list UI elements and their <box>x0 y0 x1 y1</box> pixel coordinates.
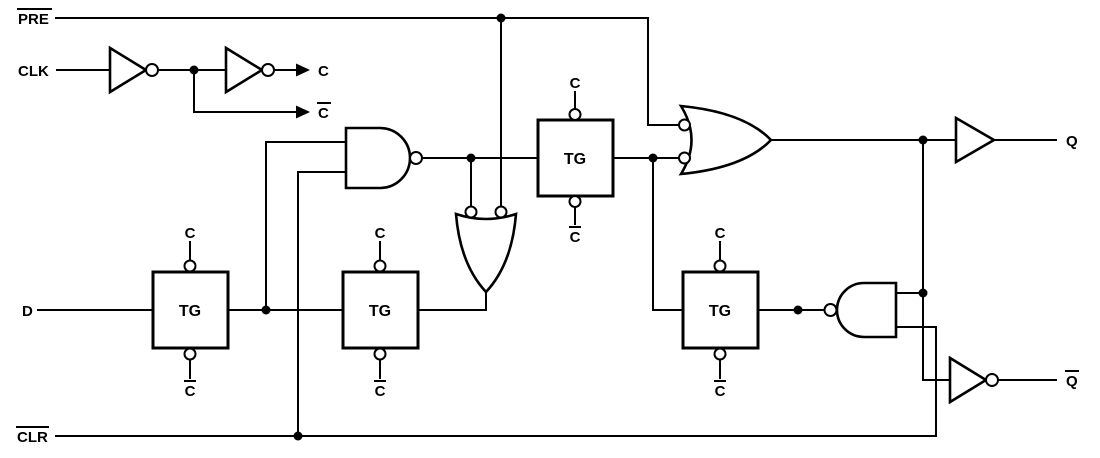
wiring <box>37 17 1057 437</box>
tg1-label: TG <box>179 303 201 320</box>
q-output-buffer <box>954 115 997 165</box>
qbar-output-inverter-bubble <box>985 373 999 387</box>
tg3-label: TG <box>564 151 586 168</box>
c-bar-tap-label: C <box>318 105 329 122</box>
clr-label: CLR <box>17 429 48 446</box>
slave-output-gate-input-bubble-top <box>678 118 691 132</box>
tg3-c-label: C <box>570 75 581 92</box>
master-preset-gate <box>454 205 518 294</box>
q-bar-label: Q <box>1066 373 1078 390</box>
tg2-bottom-terminal <box>373 347 387 361</box>
clk-inverter-1-bubble <box>145 63 159 77</box>
master-preset-gate-input-bubble-right <box>494 205 508 219</box>
c-arrow-icon <box>296 63 310 77</box>
q-label: Q <box>1066 133 1078 150</box>
clk-inverter-2 <box>224 45 275 95</box>
clk-label: CLK <box>18 63 49 80</box>
tg2-top-terminal <box>373 259 387 273</box>
tg3-bottom-terminal <box>568 195 582 208</box>
tg4-c-label: C <box>715 225 726 242</box>
slave-output-gate <box>678 104 773 176</box>
clock-tap-arrows <box>296 63 310 119</box>
tg4-label: TG <box>709 303 731 320</box>
master-preset-gate-input-bubble-left <box>464 205 478 219</box>
tg4-top-terminal <box>713 259 727 273</box>
c-bar-arrow-icon <box>296 105 310 119</box>
c-tap-label: C <box>318 63 329 80</box>
slave-output-gate-input-bubble-bottom <box>678 151 691 165</box>
tg3: TG <box>536 108 615 208</box>
pre-label: PRE <box>18 11 49 28</box>
tg3-top-terminal <box>568 108 582 121</box>
tg2-c-label: C <box>375 225 386 242</box>
tg4-bottom-terminal <box>713 347 727 361</box>
tg2: TG <box>341 259 420 361</box>
tg4-c-bar-label: C <box>715 383 726 400</box>
tg1-c-bar-label: C <box>185 383 196 400</box>
clk-inverter-2-bubble <box>261 63 275 77</box>
tg-control-labels: C C C C C C C C <box>184 75 726 400</box>
clk-inverter-1 <box>108 45 159 95</box>
junction-dots <box>189 13 928 441</box>
d-label: D <box>22 303 33 320</box>
tg4: TG <box>681 259 760 361</box>
qbar-output-inverter <box>948 355 999 405</box>
slave-feedback-nand-gate <box>823 281 898 339</box>
tg1-c-label: C <box>185 225 196 242</box>
signal-labels: PRE CLK C C D CLR Q Q <box>16 8 1079 446</box>
tg3-c-bar-label: C <box>570 229 581 246</box>
tg1-top-terminal <box>183 259 197 273</box>
master-nand-gate <box>344 126 423 190</box>
tg1: TG <box>151 259 230 361</box>
master-nand-bubble <box>409 151 423 165</box>
tg2-label: TG <box>369 303 391 320</box>
tg1-bottom-terminal <box>183 347 197 361</box>
tg2-c-bar-label: C <box>375 383 386 400</box>
slave-feedback-nand-bubble <box>823 303 838 317</box>
